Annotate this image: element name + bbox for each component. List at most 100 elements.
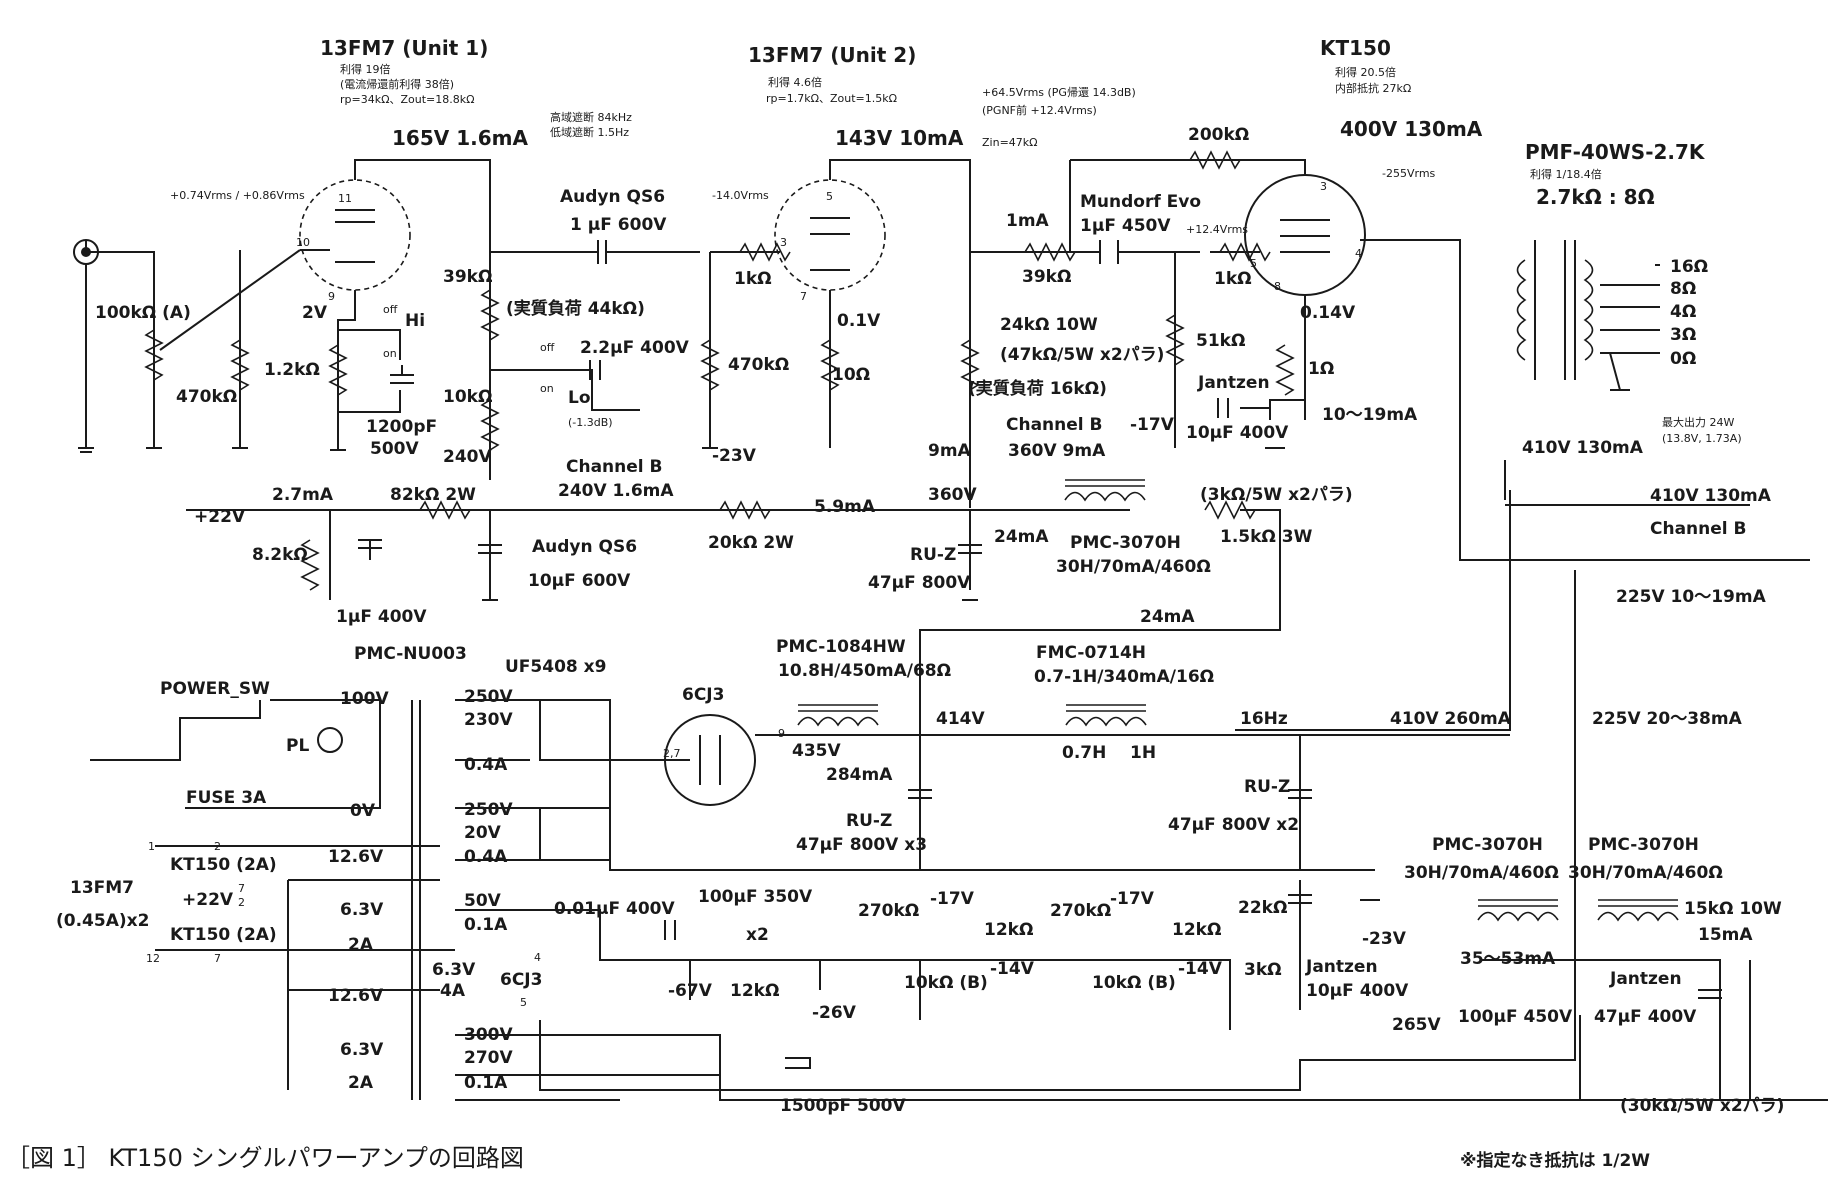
label-labels-r470k_in: 470kΩ: [176, 387, 237, 407]
label-tubes-v2-rp: rp=1.7kΩ、Zout=1.5kΩ: [766, 92, 897, 105]
label-tubes-v3-name: KT150: [1320, 36, 1391, 60]
label-labels-v0: 0V: [350, 801, 376, 821]
label-tubes-v3-gain: 利得 20.5倍: [1335, 65, 1396, 79]
label-labels-opt_imp: 2.7kΩ : 8Ω: [1536, 185, 1655, 209]
label-signal-kt_grid: +12.4Vrms: [1186, 223, 1248, 236]
label-labels-n23b: -23V: [1362, 929, 1407, 949]
label-labels-sec-8: 2A: [348, 935, 374, 955]
label-labels-b410: 410V 130mA: [1522, 438, 1644, 458]
label-labels-lo_db: (-1.3dB): [568, 416, 613, 429]
label-tubes-v3-pins-3: 8: [1274, 280, 1281, 293]
label-labels-r270k: 270kΩ: [858, 901, 919, 921]
label-labels-opt: PMF-40WS-2.7K: [1525, 140, 1706, 164]
label-labels-i35: 35〜53mA: [1460, 949, 1556, 969]
label-labels-off2: off: [540, 341, 555, 354]
label-signal-zin: Zin=47kΩ: [982, 136, 1038, 149]
label-labels-n17b: -17V: [1110, 889, 1155, 909]
label-labels-sec-4: 20V: [464, 823, 502, 843]
label-tubes-v1-rp: rp=34kΩ、Zout=18.8kΩ: [340, 93, 475, 106]
label-labels-coup1: Audyn QS6: [560, 187, 665, 207]
label-labels-r82k: 82kΩ 2W: [390, 485, 476, 505]
label-labels-pn-1: 2: [214, 840, 221, 853]
label-signal-drive: +64.5Vrms (PG帰還 14.3dB): [982, 86, 1136, 99]
label-labels-r12kb: 12kΩ: [1172, 920, 1221, 940]
label-labels-mundorf: Mundorf Evo: [1080, 192, 1201, 212]
label-tubes-v3-rint: 内部抵抗 27kΩ: [1335, 81, 1411, 95]
label-labels-c001: 0.01μF 400V: [554, 899, 675, 919]
label-labels-chb2v: 360V 9mA: [1008, 441, 1106, 461]
label-labels-fil_13: 13FM7: [70, 878, 134, 898]
label-note: ※指定なき抵抗は 1/2W: [1460, 1150, 1650, 1171]
label-labels-sec-7: 6.3V: [340, 900, 384, 920]
label-labels-r1k2: 1.2kΩ: [264, 360, 320, 380]
label-labels-v360: 360V: [928, 485, 977, 505]
label-labels-v410: 410V 260mA: [1390, 709, 1512, 729]
label-labels-fil_kt1: KT150 (2A): [170, 855, 277, 875]
label-labels-sec-15: 2A: [348, 1073, 374, 1093]
label-labels-n14a: -14V: [990, 959, 1035, 979]
label-labels-pn-0: 1: [148, 840, 155, 853]
label-labels-on2: on: [540, 382, 554, 395]
label-tubes-v2-pins-2: 7: [800, 290, 807, 303]
label-labels-r1k_kt: 1kΩ: [1214, 269, 1252, 289]
label-labels-pmc2: PMC-3070H: [1432, 835, 1543, 855]
label-labels-neg23: -23V: [712, 446, 757, 466]
label-labels-r3k: 3kΩ: [1244, 960, 1282, 980]
label-labels-r15k: 15kΩ 10W: [1684, 899, 1782, 919]
label-labels-r10kb2: 10kΩ (B): [1092, 973, 1176, 993]
label-labels-r1k5a: (3kΩ/5W x2パラ): [1200, 485, 1353, 505]
label-tubes-v3-pins-0: 3: [1320, 180, 1327, 193]
label-labels-ruz1v: 47μF 800V: [868, 573, 971, 593]
label-labels-ch1v: 10.8H/450mA/68Ω: [778, 661, 951, 681]
label-labels-r10k: 10kΩ: [443, 387, 492, 407]
label-labels-n14b: -14V: [1178, 959, 1223, 979]
label-tubes-rect-name: 6CJ3: [682, 685, 724, 705]
label-labels-r1k_g: 1kΩ: [734, 269, 772, 289]
label-labels-audyn2: Audyn QS6: [532, 537, 637, 557]
label-labels-sec-18: 0.1A: [464, 1073, 508, 1093]
label-labels-r12ka: 12kΩ: [984, 920, 1033, 940]
label-labels-r39k_b: 39kΩ: [1022, 267, 1071, 287]
label-tubes-v1-gain: 利得 19倍: [340, 62, 391, 76]
label-labels-vol: 100kΩ (A): [95, 303, 191, 323]
label-labels-c2u2: 2.2μF 400V: [580, 338, 690, 358]
label-labels-c1500: 1500pF 500V: [780, 1096, 907, 1116]
label-labels-sec-1: 230V: [464, 710, 513, 730]
label-labels-chb1v: 240V 1.6mA: [558, 481, 674, 501]
label-labels-jantzen3: Jantzen: [1609, 969, 1682, 989]
label-tubes-v2-gain: 利得 4.6倍: [768, 75, 822, 89]
label-freq-lo: 低域遮断 1.5Hz: [550, 125, 629, 139]
label-labels-sec-14: 6.3V: [340, 1040, 384, 1060]
label-labels-sec-13: 12.6V: [328, 986, 384, 1006]
label-labels-c1u: 1μF 400V: [336, 607, 427, 627]
label-labels-r20k: 20kΩ 2W: [708, 533, 794, 553]
label-labels-fil_6cj3: 6CJ3: [500, 970, 542, 990]
label-labels-pmc1v: 30H/70mA/460Ω: [1056, 557, 1211, 577]
label-labels-maxout2: (13.8V, 1.73A): [1662, 432, 1742, 445]
label-labels-r470k_g: 470kΩ: [728, 355, 789, 375]
label-labels-r10kb: 10kΩ (B): [904, 973, 988, 993]
label-labels-pn-4: 12: [146, 952, 160, 965]
label-labels-ruz3v: 47μF 800V x2: [1168, 815, 1299, 835]
label-labels-i2_7: 2.7mA: [272, 485, 334, 505]
label-labels-i5_9: 5.9mA: [814, 497, 876, 517]
label-labels-coup1v: 1 μF 600V: [570, 215, 667, 235]
label-labels-v225b: 225V 20〜38mA: [1592, 709, 1743, 729]
label-labels-sec-12: 4A: [440, 981, 466, 1001]
label-tubes-v3-pins-1: 4: [1355, 247, 1362, 260]
label-labels-r200k: 200kΩ: [1188, 125, 1249, 145]
label-labels-mundorfv: 1μF 450V: [1080, 216, 1171, 236]
label-labels-ik: 10〜19mA: [1322, 405, 1418, 425]
label-labels-sec-3: 250V: [464, 800, 513, 820]
label-labels-v100: 100V: [340, 689, 389, 709]
label-signal-out_level: -255Vrms: [1382, 167, 1436, 180]
label-labels-ruz2v: 47μF 800V x3: [796, 835, 927, 855]
label-labels-fuse: FUSE 3A: [186, 788, 267, 808]
label-labels-jantzen2v: 10μF 400V: [1306, 981, 1409, 1001]
label-labels-r12k: 12kΩ: [730, 981, 779, 1001]
label-tubes-v1-pins-0: 11: [338, 192, 352, 205]
label-labels-ch2v: 0.7-1H/340mA/16Ω: [1034, 667, 1214, 687]
label-labels-chb1: Channel B: [566, 457, 663, 477]
label-labels-opt_ratio: 利得 1/18.4倍: [1530, 167, 1602, 181]
